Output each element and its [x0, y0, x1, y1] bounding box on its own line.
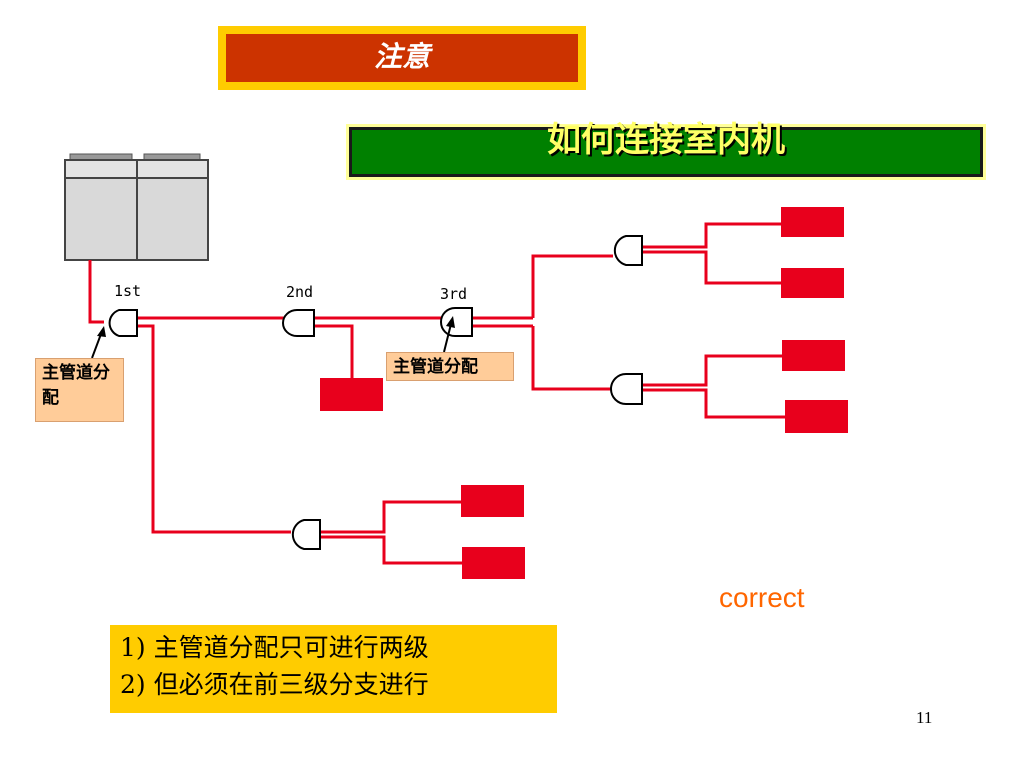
- rule-1: 1) 主管道分配只可进行两级: [120, 633, 429, 662]
- branch-joint-icon: [108, 309, 138, 337]
- title-banner: 注意: [218, 26, 586, 90]
- branch-joint-icon: [610, 373, 643, 405]
- correct-label: correct: [719, 582, 805, 613]
- indoor-unit-icon: [781, 207, 844, 237]
- refrigerant-pipes: [88, 222, 785, 565]
- subtitle-banner: [346, 124, 986, 180]
- tier-label-2nd: 2nd: [286, 283, 314, 301]
- branch-joint-icon: [613, 235, 643, 266]
- indoor-unit-icon: [782, 340, 845, 371]
- outdoor-unit-icon: [64, 153, 209, 261]
- indoor-unit-icon: [785, 400, 848, 433]
- rules-box: 1) 主管道分配只可进行两级 2) 但必须在前三级分支进行: [110, 625, 557, 713]
- callout-main-pipe-left: 主管道分配: [35, 358, 124, 422]
- rule-2: 2) 但必须在前三级分支进行: [120, 670, 429, 699]
- indoor-unit-icon: [781, 268, 844, 298]
- indoor-unit-icon: [461, 485, 524, 517]
- callout-arrow-right: [443, 323, 452, 353]
- indoor-unit-icon: [320, 378, 383, 411]
- indoor-unit-icon: [462, 547, 525, 579]
- tier-label-1st: 1st: [114, 282, 142, 300]
- slide-title: 注意: [226, 34, 578, 82]
- page-number: 11: [916, 708, 933, 727]
- tier-label-3rd: 3rd: [440, 285, 468, 303]
- callout-arrow-left: [91, 333, 102, 359]
- callout-main-pipe-right: 主管道分配: [386, 352, 514, 381]
- branch-joint-icon: [440, 307, 473, 337]
- branch-joint-icon: [291, 519, 321, 550]
- subtitle-text: 如何连接室内机: [547, 120, 785, 160]
- branch-joint-icon: [282, 309, 315, 337]
